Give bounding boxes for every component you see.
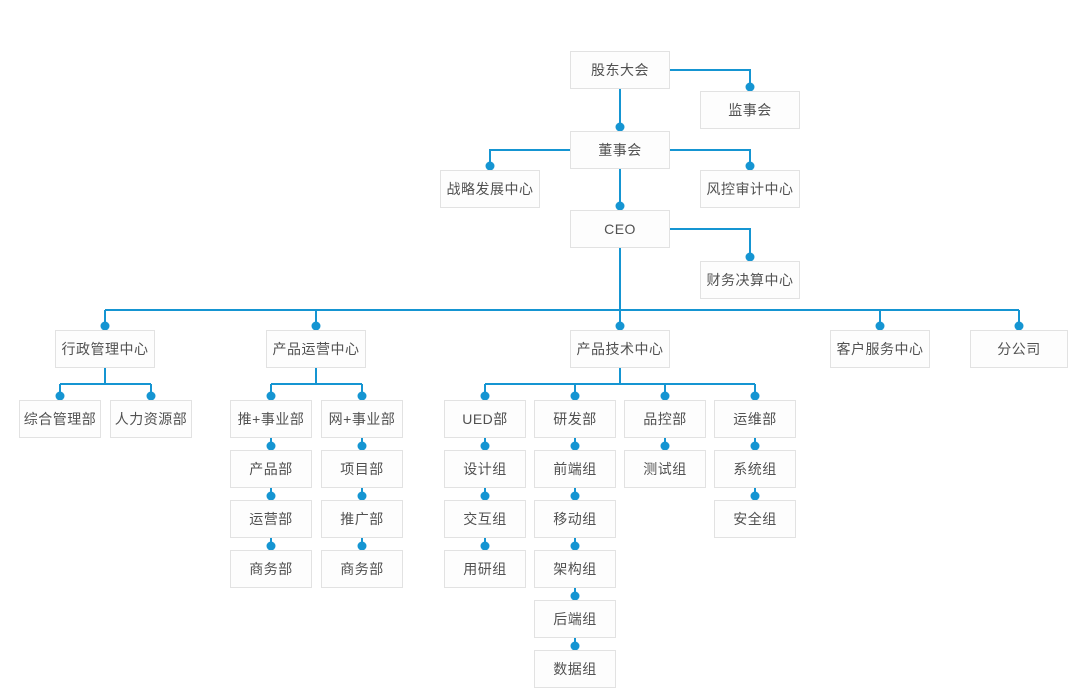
org-node-strategy-center: 战略发展中心 xyxy=(440,170,540,208)
org-node-label: 设计组 xyxy=(463,461,507,477)
org-node-security-group: 安全组 xyxy=(714,500,796,538)
org-node-supervisory: 监事会 xyxy=(700,91,800,129)
org-node-ceo: CEO xyxy=(570,210,670,248)
org-node-board: 董事会 xyxy=(570,131,670,169)
org-node-label: 战略发展中心 xyxy=(446,181,534,197)
org-node-rd-dept: 研发部 xyxy=(534,400,616,438)
org-node-label: 用研组 xyxy=(463,561,507,577)
org-node-label: 产品运营中心 xyxy=(272,341,360,357)
org-node-qc-dept: 品控部 xyxy=(624,400,706,438)
org-node-label: 后端组 xyxy=(553,611,597,627)
org-node-label: 商务部 xyxy=(249,561,293,577)
org-node-testing-group: 测试组 xyxy=(624,450,706,488)
org-node-label: 风控审计中心 xyxy=(706,181,794,197)
org-node-label: 系统组 xyxy=(733,461,777,477)
org-node-label: 安全组 xyxy=(733,511,777,527)
org-node-label: 行政管理中心 xyxy=(61,341,149,357)
org-node-label: 推+事业部 xyxy=(237,411,305,427)
org-node-interaction-group: 交互组 xyxy=(444,500,526,538)
org-node-business-dept-2: 商务部 xyxy=(321,550,403,588)
org-node-label: 综合管理部 xyxy=(23,411,97,427)
org-node-general-admin-dept: 综合管理部 xyxy=(19,400,101,438)
org-node-project-dept: 项目部 xyxy=(321,450,403,488)
org-node-finance-center: 财务决算中心 xyxy=(700,261,800,299)
org-node-label: 商务部 xyxy=(340,561,384,577)
org-node-backend-group: 后端组 xyxy=(534,600,616,638)
org-node-risk-audit-center: 风控审计中心 xyxy=(700,170,800,208)
org-node-label: 数据组 xyxy=(553,661,597,677)
org-node-tui-division: 推+事业部 xyxy=(230,400,312,438)
connector-line xyxy=(670,228,751,257)
org-node-architecture-group: 架构组 xyxy=(534,550,616,588)
org-node-business-dept-1: 商务部 xyxy=(230,550,312,588)
org-node-data-group: 数据组 xyxy=(534,650,616,688)
org-node-label: CEO xyxy=(604,221,636,237)
org-node-label: 前端组 xyxy=(553,461,597,477)
org-node-label: UED部 xyxy=(462,411,508,427)
org-node-branch-company: 分公司 xyxy=(970,330,1068,368)
org-node-product-dept: 产品部 xyxy=(230,450,312,488)
org-node-mobile-group: 移动组 xyxy=(534,500,616,538)
org-node-service-center: 客户服务中心 xyxy=(830,330,930,368)
org-node-wang-division: 网+事业部 xyxy=(321,400,403,438)
org-node-shareholders: 股东大会 xyxy=(570,51,670,89)
org-node-label: 品控部 xyxy=(643,411,687,427)
org-node-label: 股东大会 xyxy=(591,62,649,78)
org-node-label: 监事会 xyxy=(728,102,772,118)
org-node-ops-center: 产品运营中心 xyxy=(266,330,366,368)
org-node-label: 人力资源部 xyxy=(114,411,188,427)
org-node-ued-dept: UED部 xyxy=(444,400,526,438)
org-node-admin-center: 行政管理中心 xyxy=(55,330,155,368)
org-node-label: 交互组 xyxy=(463,511,507,527)
org-node-operations-dept: 运营部 xyxy=(230,500,312,538)
org-node-label: 网+事业部 xyxy=(328,411,396,427)
org-node-om-dept: 运维部 xyxy=(714,400,796,438)
org-node-label: 架构组 xyxy=(553,561,597,577)
org-node-label: 移动组 xyxy=(553,511,597,527)
org-node-label: 产品部 xyxy=(249,461,293,477)
org-node-frontend-group: 前端组 xyxy=(534,450,616,488)
connector-line xyxy=(489,149,570,166)
org-node-tech-center: 产品技术中心 xyxy=(570,330,670,368)
org-node-label: 推广部 xyxy=(340,511,384,527)
org-node-label: 财务决算中心 xyxy=(706,272,794,288)
org-node-design-group: 设计组 xyxy=(444,450,526,488)
org-node-system-group: 系统组 xyxy=(714,450,796,488)
org-node-promotion-dept: 推广部 xyxy=(321,500,403,538)
org-node-label: 客户服务中心 xyxy=(836,341,924,357)
org-node-label: 分公司 xyxy=(997,341,1041,357)
org-node-label: 董事会 xyxy=(598,142,642,158)
org-node-user-research-group: 用研组 xyxy=(444,550,526,588)
org-node-label: 项目部 xyxy=(340,461,384,477)
org-node-label: 测试组 xyxy=(643,461,687,477)
connector-line xyxy=(670,69,751,87)
org-node-hr-dept: 人力资源部 xyxy=(110,400,192,438)
org-node-label: 产品技术中心 xyxy=(576,341,664,357)
org-node-label: 运维部 xyxy=(733,411,777,427)
org-node-label: 研发部 xyxy=(553,411,597,427)
connector-line xyxy=(670,149,751,166)
org-node-label: 运营部 xyxy=(249,511,293,527)
